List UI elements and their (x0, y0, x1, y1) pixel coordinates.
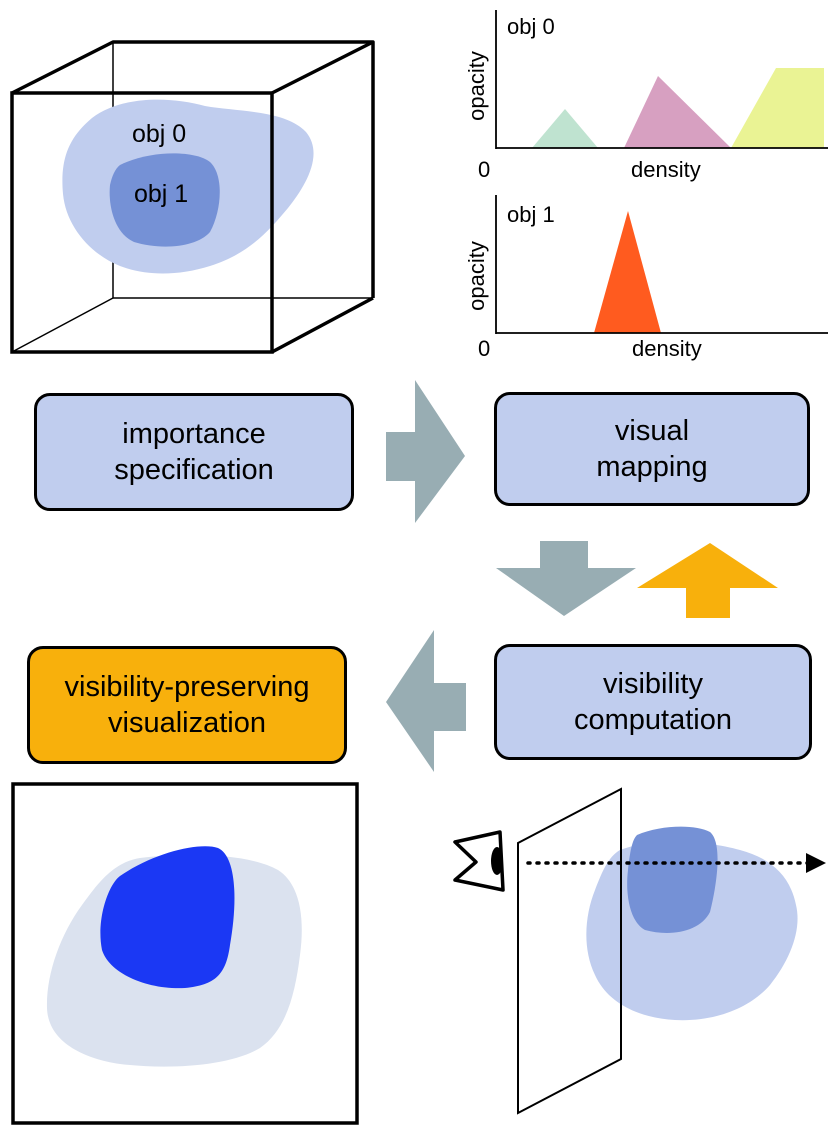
tf0-xlabel: density (631, 157, 701, 182)
tf0-ylabel: opacity (464, 51, 489, 121)
result-inner-blob (100, 846, 235, 989)
obj1-label: obj 1 (134, 180, 188, 208)
visual-mapping-label: visual mapping (596, 415, 708, 483)
visibility-computation-box: visibility computation (494, 644, 812, 760)
importance-specification-box: importance specification (34, 393, 354, 511)
tf-green-triangle (532, 109, 598, 148)
tf-orange-triangle (594, 211, 661, 333)
visibility-preserving-visualization-label: visibility-preserving visualization (64, 671, 310, 739)
tf-plot-obj1: obj 1 opacity density 0 (464, 195, 828, 361)
ray-casting (453, 787, 826, 1115)
image-plane (517, 787, 622, 1115)
tf1-origin: 0 (478, 336, 490, 361)
tf-yellow-trapezoid (731, 68, 824, 148)
visual-mapping-box: visual mapping (494, 392, 810, 506)
arrow-up-orange (637, 543, 778, 618)
tf1-ylabel: opacity (464, 241, 489, 311)
tf0-title: obj 0 (507, 14, 555, 39)
eye-icon (453, 830, 505, 892)
volume-cube: obj 0 obj 1 (10, 40, 375, 354)
importance-specification-label: importance specification (114, 418, 274, 486)
arrow-down-gray (496, 541, 636, 616)
tf-plot-obj0: obj 0 opacity density 0 (464, 10, 828, 182)
tf-pink-triangle (624, 76, 731, 148)
ray-obj1-blob (627, 826, 718, 933)
obj0-label: obj 0 (132, 120, 186, 148)
arrow-left-gray (386, 630, 466, 772)
arrow-right-gray (386, 380, 465, 523)
tf1-title: obj 1 (507, 202, 555, 227)
obj1-blob (109, 153, 220, 247)
result-view (11, 782, 359, 1125)
ray-arrowhead (806, 853, 826, 873)
tf1-xlabel: density (632, 336, 702, 361)
tf0-origin: 0 (478, 157, 490, 182)
visibility-preserving-visualization-box: visibility-preserving visualization (27, 646, 347, 764)
visibility-computation-label: visibility computation (574, 668, 732, 736)
